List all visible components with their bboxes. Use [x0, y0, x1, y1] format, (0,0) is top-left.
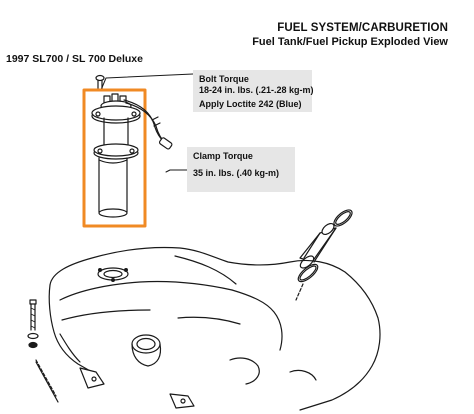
- pickup-highlight-box: [82, 88, 147, 228]
- callout-leaders: [100, 73, 194, 173]
- top-bolt: [95, 74, 105, 91]
- clamp-torque-spec: 35 in. lbs. (.40 kg-m): [193, 168, 280, 178]
- bolt-torque-spec: 18-24 in. lbs. (.21-.28 kg-m): [199, 85, 314, 95]
- bolt-loctite-note: Apply Loctite 242 (Blue): [199, 99, 302, 109]
- clamp-torque-callout: Clamp Torque 35 in. lbs. (.40 kg-m): [187, 147, 295, 192]
- fuel-pickup-assembly: [91, 93, 141, 218]
- clamp-torque-title: Clamp Torque: [193, 151, 253, 161]
- fuel-hose-with-clamps: [295, 209, 353, 301]
- model-label: 1997 SL700 / SL 700 Deluxe: [6, 53, 143, 65]
- sensor-wire: [123, 99, 173, 150]
- fuel-tank: [48, 246, 381, 411]
- mounting-bolt-left: [27, 299, 59, 403]
- bolt-torque-title: Bolt Torque: [199, 74, 249, 84]
- bolt-torque-callout: Bolt Torque 18-24 in. lbs. (.21-.28 kg-m…: [193, 70, 314, 112]
- page-title: FUEL SYSTEM/CARBURETION: [277, 22, 448, 34]
- page-subtitle: Fuel Tank/Fuel Pickup Exploded View: [252, 36, 448, 48]
